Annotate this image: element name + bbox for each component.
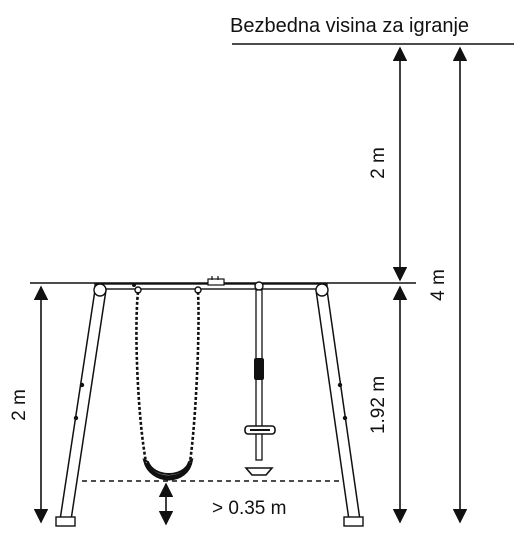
glider-swing [244,281,276,476]
right-frame-leg [315,289,361,521]
beam-bracket [207,278,225,286]
safe-height-title: Bezbedna visina za igranje [230,15,469,37]
left-foot [55,516,76,527]
safe-height-label: 2 m [368,147,389,179]
seat-height-label: 1.92 m [368,376,389,434]
frame-height-label: 2 m [9,389,30,421]
clearance-label: > 0.35 m [212,498,286,519]
swing-seat [134,286,202,481]
right-foot [343,516,364,527]
left-frame-leg [59,289,107,521]
total-height-label: 4 m [428,269,449,301]
